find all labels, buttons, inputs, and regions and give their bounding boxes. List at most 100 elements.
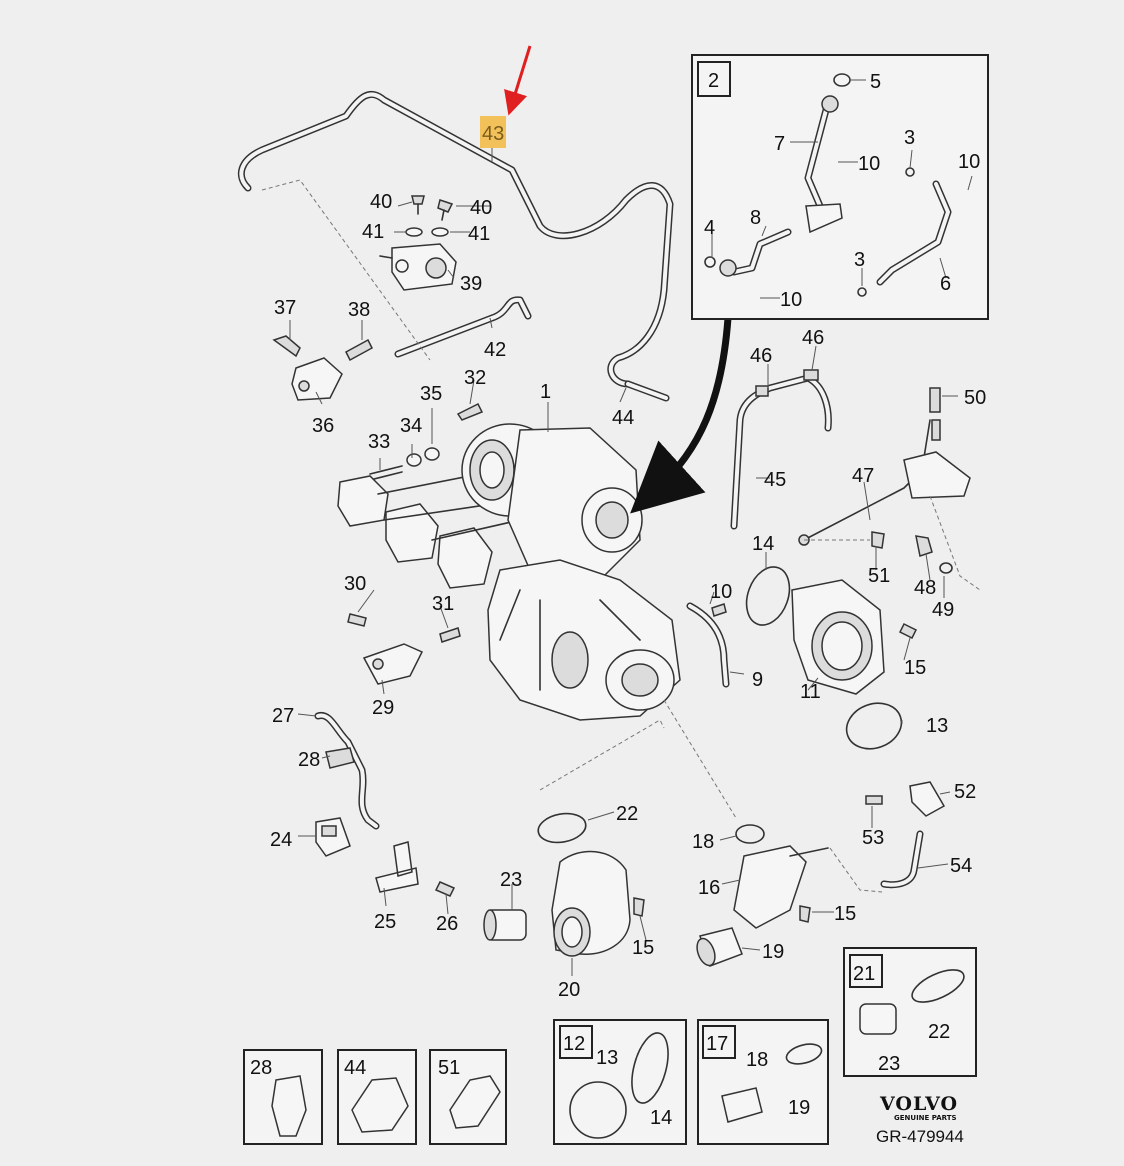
label-35: 35 [420, 383, 442, 405]
valve-24[interactable] [315, 817, 351, 857]
label-9: 9 [752, 669, 763, 691]
inset2-label-7: 7 [774, 133, 785, 155]
elbow-11[interactable] [791, 579, 885, 695]
bolt-32-icon[interactable] [456, 402, 484, 421]
inset21-label-23: 23 [878, 1053, 900, 1075]
washer-41b-icon[interactable] [431, 227, 449, 237]
inset17-label-19: 19 [788, 1097, 810, 1119]
inset12-label-14: 14 [650, 1107, 672, 1129]
label-19: 19 [762, 941, 784, 963]
sleeve-23[interactable] [483, 909, 527, 941]
bolt-15c-icon[interactable] [799, 905, 811, 923]
label-11: 11 [800, 681, 821, 703]
label-45: 45 [764, 469, 786, 491]
detail-box-51-tag: 51 [438, 1057, 460, 1079]
inset2-label-5: 5 [870, 71, 881, 93]
bracket-29[interactable] [362, 643, 424, 685]
seal-3b-icon[interactable] [857, 287, 867, 297]
inset21-label-22: 22 [928, 1021, 950, 1043]
nut-34-icon[interactable] [406, 453, 422, 467]
detail-box-44[interactable] [337, 1049, 417, 1145]
label-46b: 46 [802, 327, 824, 349]
gasket-14-icon[interactable] [739, 561, 797, 631]
bolt-38-icon[interactable] [345, 338, 373, 362]
sleeve-19[interactable] [694, 927, 743, 968]
gasket-22-icon[interactable] [536, 810, 588, 846]
hose-42[interactable] [394, 296, 532, 358]
label-52: 52 [954, 781, 976, 803]
bolt-26-icon[interactable] [434, 881, 456, 897]
inset12-tag: 12 [563, 1033, 585, 1055]
pipe-7[interactable] [804, 95, 843, 234]
label-27: 27 [272, 705, 294, 727]
bolt-51-icon[interactable] [871, 531, 885, 549]
inset-12[interactable] [553, 1019, 687, 1145]
inset2-label-10c: 10 [780, 289, 802, 311]
detail-box-44-tag: 44 [344, 1057, 366, 1079]
bolt-50-icon[interactable] [929, 387, 941, 441]
bolt-30-icon[interactable] [347, 613, 367, 627]
label-51: 51 [868, 565, 890, 587]
pipe-6[interactable] [876, 180, 952, 286]
bracket-25[interactable] [375, 841, 419, 893]
connector-28-icon[interactable] [325, 747, 355, 769]
label-26: 26 [436, 913, 458, 935]
hose-54[interactable] [880, 830, 924, 889]
label-13: 13 [926, 715, 948, 737]
seal-4-icon[interactable] [704, 256, 716, 268]
detail-box-51[interactable] [429, 1049, 507, 1145]
bolt-40-icon[interactable] [411, 195, 454, 221]
inset21-tag: 21 [853, 963, 875, 985]
bracket-36[interactable] [291, 357, 343, 401]
inset17-label-18: 18 [746, 1049, 768, 1071]
solenoid-valve-39[interactable] [379, 243, 457, 291]
bolt-10-icon[interactable] [711, 603, 727, 617]
bolt-37-icon[interactable] [272, 335, 301, 358]
label-23: 23 [500, 869, 522, 891]
bolt-15-icon[interactable] [898, 622, 918, 640]
gasket-13-icon[interactable] [840, 696, 908, 756]
inset-2[interactable] [691, 54, 989, 320]
label-25: 25 [374, 911, 396, 933]
label-41b: 41 [468, 223, 490, 245]
detail-box-28[interactable] [243, 1049, 323, 1145]
label-16: 16 [698, 877, 720, 899]
inset-17[interactable] [697, 1019, 829, 1145]
label-53: 53 [862, 827, 884, 849]
pipe-43[interactable] [237, 91, 674, 402]
oil-pipe-47[interactable] [798, 419, 971, 546]
label-40b: 40 [470, 197, 492, 219]
seal-49-icon[interactable] [939, 562, 953, 574]
bolt-31-icon[interactable] [439, 627, 461, 643]
label-47: 47 [852, 465, 874, 487]
highlight-label-box[interactable] [480, 116, 506, 148]
washer-41-icon[interactable] [405, 227, 423, 237]
intake-pipe-16[interactable] [733, 845, 829, 929]
label-1: 1 [540, 381, 551, 403]
turbocharger-icon[interactable] [337, 423, 681, 721]
inset2-tag: 2 [708, 70, 719, 92]
hose-45[interactable] [730, 374, 832, 530]
label-38: 38 [348, 299, 370, 321]
hose-9[interactable] [686, 602, 730, 688]
gasket-18-icon[interactable] [735, 824, 765, 844]
nut-35-icon[interactable] [424, 447, 440, 461]
highlight-label[interactable]: 43 [482, 123, 504, 145]
inset17-tag: 17 [706, 1033, 728, 1055]
label-30: 30 [344, 573, 366, 595]
bolt-53-icon[interactable] [865, 795, 883, 805]
bolt-15b-icon[interactable] [633, 897, 645, 917]
pipe-8[interactable] [719, 228, 792, 277]
inset-21[interactable] [843, 947, 977, 1077]
hose-27[interactable] [314, 712, 380, 830]
label-40a: 40 [370, 191, 392, 213]
label-31: 31 [432, 593, 454, 615]
stud-33[interactable] [369, 465, 403, 481]
label-34: 34 [400, 415, 422, 437]
bracket-52[interactable] [909, 781, 946, 817]
outlet-pipe-20[interactable] [551, 850, 631, 957]
clamp-46-icon[interactable] [755, 369, 819, 397]
sensor-48-icon[interactable] [915, 535, 933, 557]
callout-arrow-icon [630, 317, 732, 514]
